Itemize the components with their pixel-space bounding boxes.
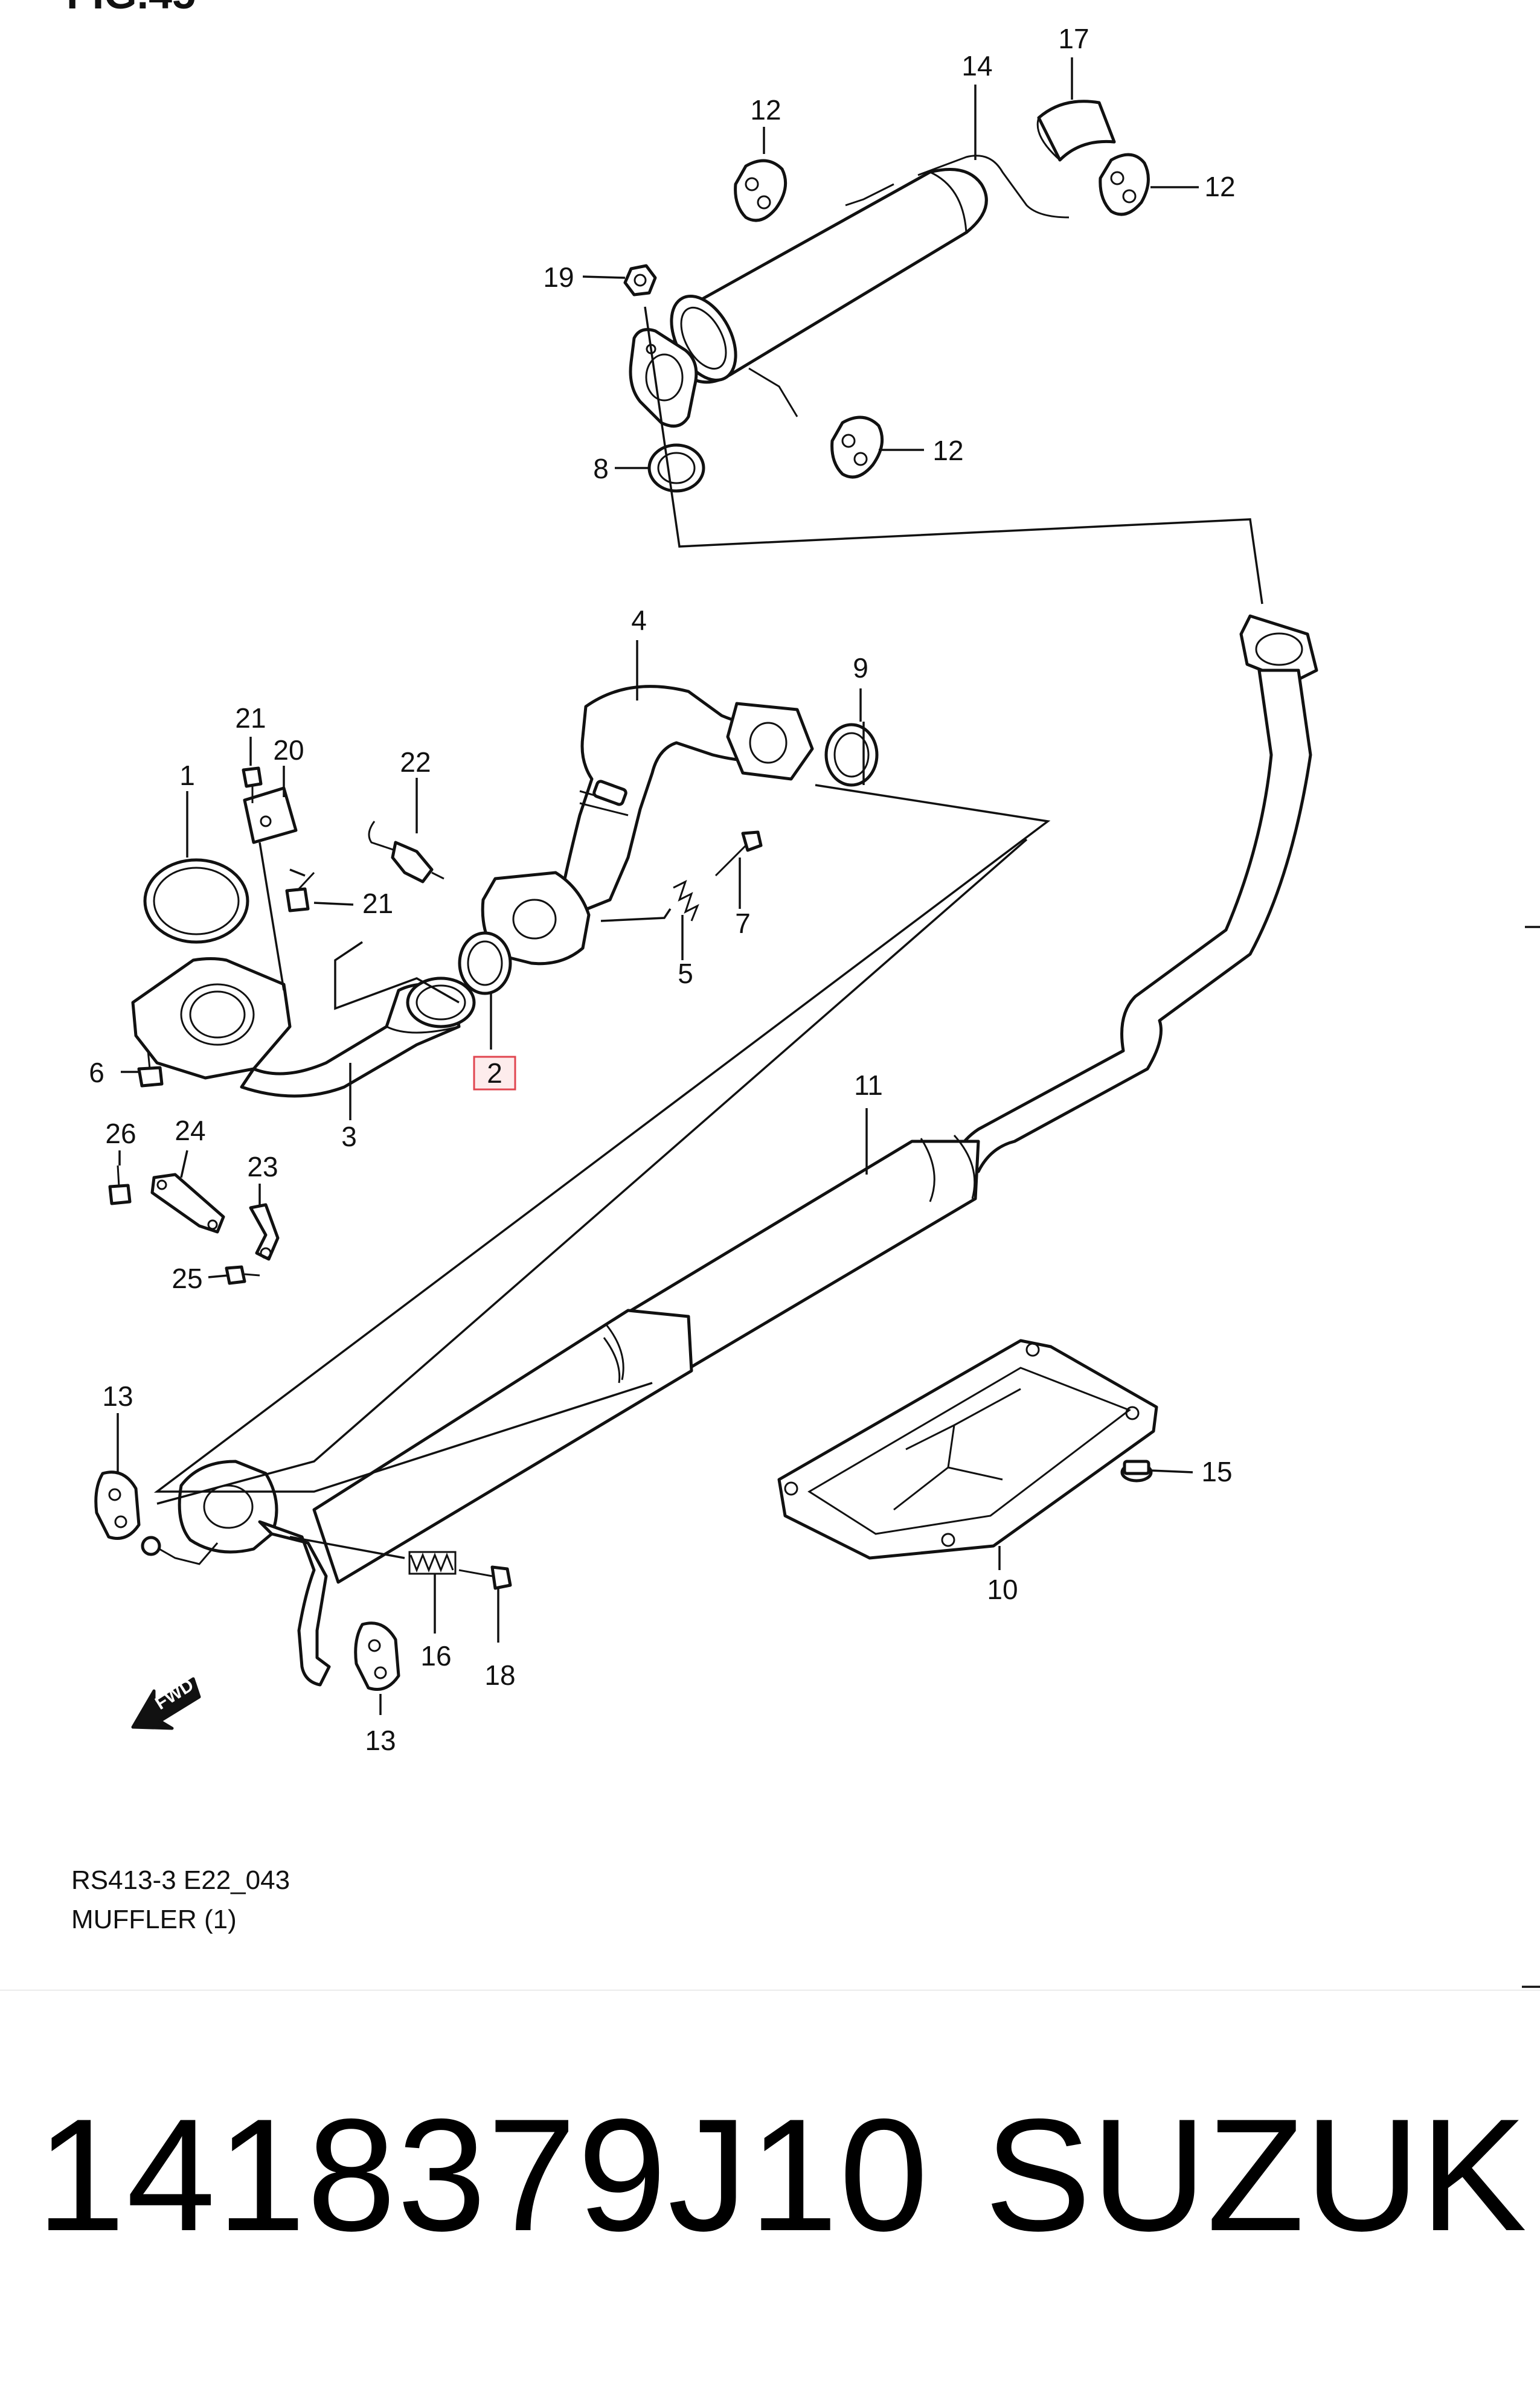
bolt-25 bbox=[225, 1265, 260, 1285]
hanger-13a bbox=[94, 1470, 141, 1540]
center-pipe-front-end bbox=[141, 1460, 331, 1687]
callout-13-bottom: 13 bbox=[365, 1725, 396, 1756]
callout-25: 25 bbox=[172, 1263, 202, 1294]
bolt-6 bbox=[137, 1050, 164, 1088]
center-pipe bbox=[952, 669, 1312, 1173]
heat-shield-17 bbox=[1036, 100, 1116, 162]
callout-24: 24 bbox=[175, 1115, 205, 1146]
bolt-18 bbox=[458, 1565, 512, 1590]
assembly-lines bbox=[153, 306, 1263, 1559]
callout-1: 1 bbox=[179, 760, 195, 791]
callout-26: 26 bbox=[105, 1118, 136, 1149]
gasket-1 bbox=[143, 858, 249, 944]
spring-5 bbox=[673, 880, 699, 922]
figure-header: FIG.45 bbox=[66, 0, 196, 18]
callout-19: 19 bbox=[543, 261, 574, 293]
center-muffler-11 bbox=[312, 1134, 980, 1584]
spring-16 bbox=[408, 1551, 457, 1575]
callout-15: 15 bbox=[1201, 1456, 1232, 1487]
callout-13-top: 13 bbox=[102, 1380, 133, 1412]
callout-23: 23 bbox=[247, 1151, 278, 1182]
callout-18: 18 bbox=[484, 1659, 515, 1691]
footer-panel bbox=[0, 1990, 1540, 2392]
callout-6: 6 bbox=[89, 1057, 104, 1088]
bolt-21a bbox=[242, 766, 263, 803]
hanger-12b bbox=[1099, 153, 1150, 216]
callout-20: 20 bbox=[273, 734, 304, 766]
callout-12-top-right: 12 bbox=[1204, 171, 1235, 202]
leader-lines bbox=[117, 57, 1199, 1715]
callout-8: 8 bbox=[593, 453, 609, 484]
hanger-12a bbox=[734, 159, 788, 222]
callout-3: 3 bbox=[341, 1121, 357, 1152]
callout-12-top-left: 12 bbox=[750, 94, 781, 126]
gasket-2 bbox=[458, 931, 512, 995]
callout-9: 9 bbox=[853, 652, 868, 684]
callout-14: 14 bbox=[961, 50, 992, 82]
callout-4: 4 bbox=[631, 604, 647, 636]
hanger-12c bbox=[830, 415, 884, 479]
bracket-20 bbox=[243, 786, 298, 844]
nut-19 bbox=[623, 264, 657, 297]
callout-12-bottom: 12 bbox=[932, 435, 963, 466]
callout-16: 16 bbox=[420, 1640, 451, 1672]
exhaust-pipe-3 bbox=[131, 957, 476, 1098]
bracket-23 bbox=[249, 1203, 280, 1261]
gasket-9 bbox=[824, 723, 879, 787]
oxygen-sensor-22 bbox=[368, 821, 444, 883]
callout-21-bottom: 21 bbox=[362, 888, 393, 919]
callout-10: 10 bbox=[987, 1574, 1018, 1605]
figure-title: MUFFLER (1) bbox=[71, 1905, 237, 1934]
callout-21-top: 21 bbox=[235, 702, 266, 734]
callout-2: 2 bbox=[487, 1057, 502, 1089]
bracket-24 bbox=[150, 1173, 225, 1234]
fwd-arrow-icon: FWD bbox=[131, 1675, 201, 1730]
callout-17: 17 bbox=[1058, 23, 1089, 54]
bolt-21b bbox=[285, 871, 315, 912]
bolt-26 bbox=[108, 1165, 132, 1205]
callout-5: 5 bbox=[678, 958, 693, 989]
callout-22: 22 bbox=[400, 746, 431, 778]
rear-muffler-14 bbox=[629, 155, 1070, 428]
part-number: 1418379J10 bbox=[36, 2086, 929, 2265]
bolt-7 bbox=[714, 830, 763, 877]
figure-code: RS413-3 E22_043 bbox=[71, 1865, 290, 1895]
front-pipe-4 bbox=[481, 685, 814, 966]
hanger-13b bbox=[354, 1621, 400, 1691]
gasket-8 bbox=[647, 443, 705, 493]
heat-shield-10 bbox=[777, 1339, 1158, 1560]
crop-mark-right bbox=[1522, 926, 1540, 1988]
nut-15 bbox=[1120, 1460, 1153, 1483]
callout-11: 11 bbox=[854, 1069, 883, 1101]
callout-2-highlight: 2 bbox=[473, 1056, 516, 1091]
brand-name: SUZUKI bbox=[984, 2086, 1540, 2265]
exhaust-parts-diagram: FIG.45 bbox=[66, 0, 1540, 1988]
callout-7: 7 bbox=[735, 908, 751, 939]
